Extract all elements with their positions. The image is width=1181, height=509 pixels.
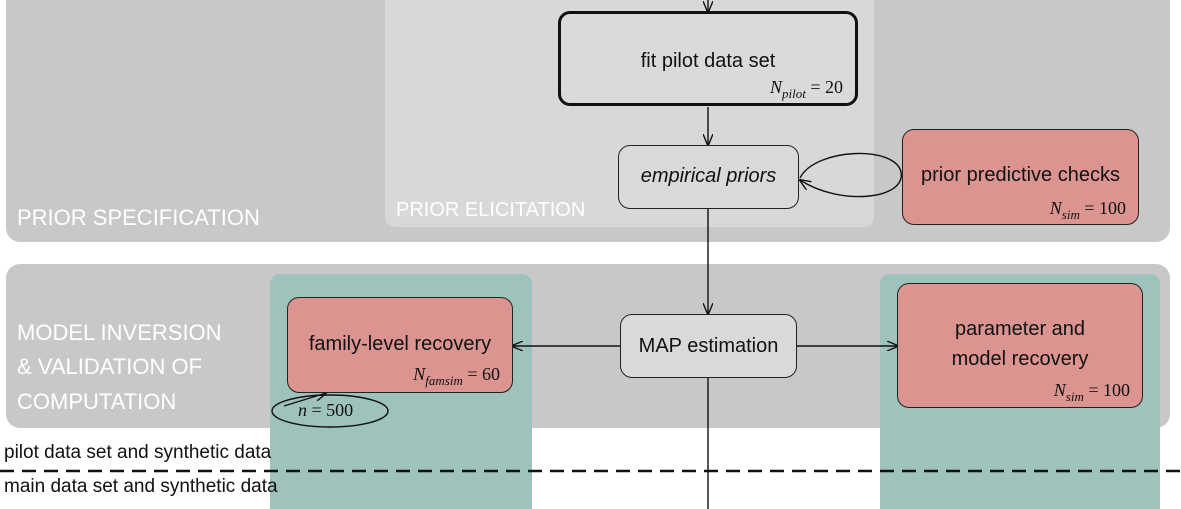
prior-checks-node: prior predictive checks Nsim = 100 bbox=[902, 129, 1139, 225]
fit-pilot-node: fit pilot data set Npilot = 20 bbox=[558, 11, 858, 106]
fit-pilot-count: Npilot = 20 bbox=[769, 77, 843, 101]
param-recovery-title-line2: model recovery bbox=[951, 348, 1089, 370]
param-recovery-title-line1: parameter and bbox=[954, 318, 1086, 340]
empirical-priors-node: empirical priors bbox=[618, 145, 799, 209]
main-data-label: main data set and synthetic data bbox=[4, 476, 278, 497]
param-recovery-count: Nsim = 100 bbox=[1053, 380, 1130, 404]
pilot-data-label: pilot data set and synthetic data bbox=[4, 442, 272, 463]
empirical-priors-title: empirical priors bbox=[640, 165, 777, 187]
family-recovery-count: Nfamsim = 60 bbox=[413, 364, 500, 388]
n-loop-arrow bbox=[283, 393, 326, 407]
model-inversion-label-line3: COMPUTATION bbox=[17, 389, 177, 414]
n-loop-ellipse bbox=[271, 394, 389, 428]
map-estimation-title: MAP estimation bbox=[638, 335, 779, 357]
prior-specification-label: PRIOR SPECIFICATION bbox=[17, 205, 260, 230]
family-recovery-title: family-level recovery bbox=[308, 333, 492, 355]
prior-elicitation-label: PRIOR ELICITATION bbox=[396, 199, 586, 221]
model-inversion-label-line2: & VALIDATION OF bbox=[17, 354, 202, 379]
param-recovery-node: parameter and model recovery Nsim = 100 bbox=[897, 283, 1143, 408]
fit-pilot-title: fit pilot data set bbox=[640, 50, 776, 72]
prior-check-loop bbox=[800, 152, 902, 198]
map-estimation-node: MAP estimation bbox=[620, 314, 797, 378]
family-recovery-node: family-level recovery Nfamsim = 60 bbox=[287, 297, 513, 393]
model-inversion-label-line1: MODEL INVERSION bbox=[17, 320, 222, 345]
prior-checks-title: prior predictive checks bbox=[921, 164, 1120, 186]
n-loop-label: n = 500 bbox=[298, 400, 354, 420]
prior-checks-count: Nsim = 100 bbox=[1049, 198, 1126, 222]
